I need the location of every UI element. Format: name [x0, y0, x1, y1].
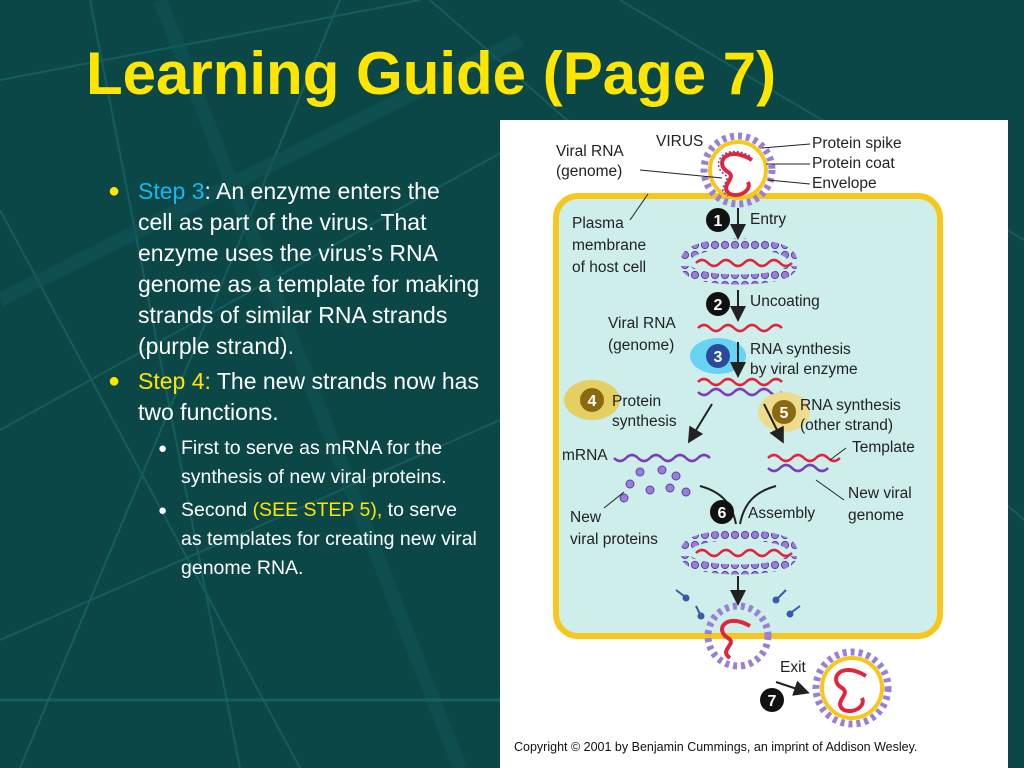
bullet-step-3: ● Step 3: An enzyme enters the cell as p…	[108, 176, 480, 362]
assembly-arrows	[699, 485, 777, 525]
bullet-step-4: ● Step 4: The new strands now has two fu…	[108, 366, 480, 428]
step-5-arrow	[763, 403, 784, 444]
assembled-capsid-top	[681, 530, 797, 552]
plasma-membrane-pointer	[629, 193, 649, 221]
step-4-number: 4	[588, 393, 597, 410]
step-4-text: The new strands now has two functions.	[138, 368, 479, 425]
step-6-badge	[710, 500, 734, 524]
envelope-pointer	[767, 179, 811, 185]
subbullet-first: ● First to serve as mRNA for the synthes…	[158, 434, 480, 492]
mrna-label: mRNA	[562, 447, 608, 464]
subbullet-second-highlight: (SEE STEP 5),	[252, 499, 383, 521]
step-7-number: 7	[768, 693, 777, 710]
new-viral-genome-pointer	[815, 479, 845, 501]
plasma-membrane-label-1: Plasma	[572, 215, 624, 232]
step-3-badge	[706, 344, 730, 368]
step-5-badge	[772, 400, 796, 424]
step-6-label: Assembly	[748, 505, 815, 522]
virus-label: VIRUS	[656, 133, 703, 150]
new-viral-proteins-pointer	[603, 491, 625, 509]
entering-rna	[695, 258, 793, 268]
step-4-label-2: synthesis	[612, 413, 677, 430]
step-7-arrow	[775, 680, 810, 696]
ribosomes-proteins	[619, 465, 691, 503]
subbullet-first-text: First to serve as mRNA for the synthesis…	[181, 437, 447, 488]
new-viral-genome-label-1: New viral	[848, 485, 912, 502]
step-3-label-2: by viral enzyme	[750, 361, 858, 378]
mrna-strand	[613, 453, 711, 463]
uncoated-rna	[697, 323, 783, 333]
template-pointer	[829, 447, 847, 461]
step-5-number: 5	[780, 405, 789, 422]
step-4-lead: Step 4:	[138, 368, 211, 394]
bullet-dot-icon: ●	[158, 502, 168, 519]
subbullet-second-after: to serve as templates for creating new v…	[181, 499, 477, 579]
subbullet-second: ● Second (SEE STEP 5), to serve as templ…	[158, 496, 480, 583]
plasma-membrane-label-2: membrane	[572, 237, 646, 254]
step-3-number: 3	[714, 349, 723, 366]
exited-virus	[812, 648, 892, 728]
step-7-badge	[760, 688, 784, 712]
step-7-label: Exit	[780, 659, 807, 676]
assembled-capsid-bottom	[681, 553, 797, 575]
step-1-badge	[706, 208, 730, 232]
bullet-dot-icon: ●	[108, 180, 121, 202]
protein-coat-label: Protein coat	[812, 155, 895, 172]
viral-replication-diagram: VIRUS Viral RNA (genome) Protein spike P…	[553, 132, 943, 728]
loose-spikes	[675, 589, 801, 620]
step-4-label-1: Protein	[612, 393, 661, 410]
protein-spike-pointer	[761, 143, 811, 149]
viral-replication-figure: VIRUS Viral RNA (genome) Protein spike P…	[500, 120, 1008, 768]
viral-rna-label-1: Viral RNA	[556, 143, 624, 160]
template-red	[767, 453, 841, 463]
protein-spike-label: Protein spike	[812, 135, 902, 152]
genome-label-1: Viral RNA	[608, 315, 676, 332]
step-2-label: Uncoating	[750, 293, 820, 310]
step-3-lead: Step 3	[138, 178, 205, 204]
step-4-badge	[580, 388, 604, 412]
double-strand-red	[697, 377, 783, 387]
assembled-rna	[695, 548, 793, 558]
new-viral-proteins-label-1: New	[570, 509, 602, 526]
step-3-label-1: RNA synthesis	[750, 341, 851, 358]
step-3-text: : An enzyme enters the cell as part of t…	[138, 178, 480, 359]
budding-virus	[704, 602, 772, 670]
plasma-membrane-label-3: of host cell	[572, 259, 646, 276]
bullet-dot-icon: ●	[108, 370, 121, 392]
step-2-number: 2	[714, 297, 723, 314]
entering-capsid	[681, 238, 797, 262]
double-strand-purple	[697, 387, 783, 397]
viral-rna-label-2: (genome)	[556, 163, 622, 180]
step-4-arrow	[687, 403, 713, 444]
template-purple	[767, 463, 829, 473]
genome-label-2: (genome)	[608, 337, 674, 354]
page-title: Learning Guide (Page 7)	[86, 40, 777, 107]
step-5-label-2: (other strand)	[800, 417, 893, 434]
envelope-label: Envelope	[812, 175, 877, 192]
step-6-number: 6	[718, 505, 727, 522]
step-5-label-1: RNA synthesis	[800, 397, 901, 414]
step-2-badge	[706, 292, 730, 316]
new-viral-genome-label-2: genome	[848, 507, 904, 524]
bullet-dot-icon: ●	[158, 440, 168, 457]
virus-particle	[700, 132, 776, 208]
bullet-list: ● Step 3: An enzyme enters the cell as p…	[108, 176, 480, 583]
template-label: Template	[852, 439, 915, 456]
copyright-notice: Copyright © 2001 by Benjamin Cummings, a…	[514, 740, 918, 754]
step-1-number: 1	[714, 213, 723, 230]
step-1-label: Entry	[750, 211, 786, 228]
new-viral-proteins-label-2: viral proteins	[570, 531, 658, 548]
viral-rna-pointer	[639, 169, 723, 179]
subbullet-second-before: Second	[181, 499, 253, 521]
entering-capsid-lower	[681, 263, 797, 285]
